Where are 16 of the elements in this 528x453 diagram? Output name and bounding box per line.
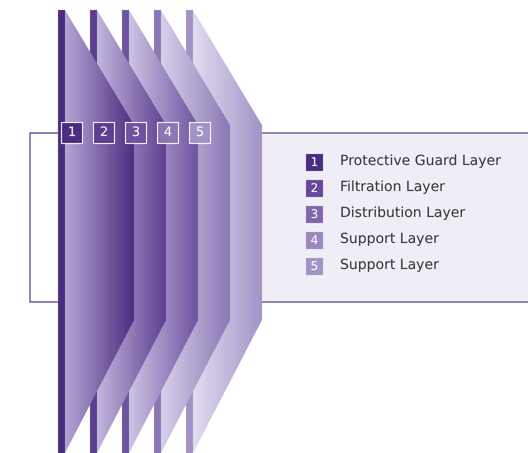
layer-number: 5 xyxy=(189,122,211,144)
layer-number: 2 xyxy=(93,122,115,144)
legend-swatch: 4 xyxy=(306,232,323,249)
legend-text: Filtration Layer xyxy=(340,179,445,195)
layer-number: 3 xyxy=(125,122,147,144)
layer-number: 4 xyxy=(157,122,179,144)
layer-number: 1 xyxy=(61,122,83,144)
legend-swatch: 1 xyxy=(306,154,323,171)
legend-text: Support Layer xyxy=(340,231,439,247)
legend-swatch: 5 xyxy=(306,258,323,275)
legend-swatch: 2 xyxy=(306,180,323,197)
legend-swatch: 3 xyxy=(306,206,323,223)
legend-text: Protective Guard Layer xyxy=(340,153,501,169)
legend-text: Support Layer xyxy=(340,257,439,273)
layer-panel xyxy=(58,10,134,453)
legend-text: Distribution Layer xyxy=(340,205,466,221)
